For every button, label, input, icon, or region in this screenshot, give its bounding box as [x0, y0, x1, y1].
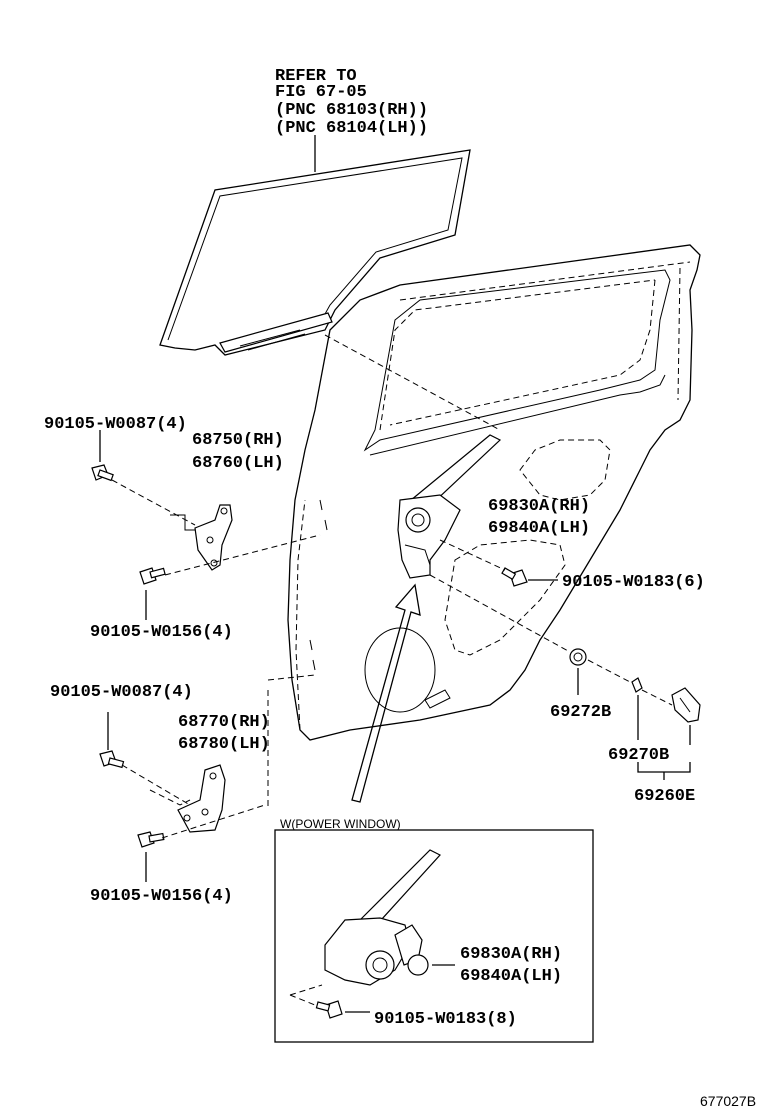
- label-lower-hinge-lh: 68780(LH): [178, 735, 270, 754]
- inset-title: W(POWER WINDOW): [280, 817, 401, 831]
- label-inset-regulator-lh: 69840A(LH): [460, 967, 562, 986]
- label-inset-bolt: 90105-W0183(8): [374, 1010, 517, 1029]
- label-handle-assy: 69260E: [634, 787, 695, 806]
- label-grommet: 69272B: [550, 703, 611, 722]
- label-upper-hinge-lh: 68760(LH): [192, 454, 284, 473]
- label-bolt-upper-bottom: 90105-W0156(4): [90, 623, 233, 642]
- figure-id: 677027B: [700, 1093, 756, 1109]
- label-regulator-lh: 69840A(LH): [488, 519, 590, 538]
- window-regulator[interactable]: [397, 434, 502, 579]
- label-inset-regulator-rh: 69830A(RH): [460, 945, 562, 964]
- hinge-bolt-upper-bottom[interactable]: [139, 567, 166, 585]
- label-bolt-lower-top: 90105-W0087(4): [50, 683, 193, 702]
- inset-regulator[interactable]: [324, 849, 441, 986]
- label-lower-hinge-rh: 68770(RH): [178, 713, 270, 732]
- label-handle-part: 69270B: [608, 746, 669, 765]
- inset-bolt[interactable]: [315, 1000, 343, 1019]
- hinge-bolt-lower-top[interactable]: [99, 750, 125, 769]
- label-bolt-upper-top: 90105-W0087(4): [44, 415, 187, 434]
- door-glass: [159, 149, 471, 356]
- lower-hinge[interactable]: [149, 764, 226, 833]
- handle-clip[interactable]: [631, 677, 643, 693]
- refer-note-line1: REFER TO: [275, 67, 357, 86]
- label-regulator-rh: 69830A(RH): [488, 497, 590, 516]
- label-upper-hinge-rh: 68750(RH): [192, 431, 284, 450]
- grommet[interactable]: [569, 648, 587, 666]
- refer-note-line3: (PNC 68103(RH)): [275, 101, 428, 120]
- hinge-bolt-lower-bottom[interactable]: [137, 831, 165, 848]
- hinge-bolt-upper-top[interactable]: [91, 464, 114, 482]
- door-handle-assy[interactable]: [671, 687, 701, 723]
- label-bolt-regulator: 90105-W0183(6): [562, 573, 705, 592]
- refer-note-line4: (PNC 68104(LH)): [275, 119, 428, 138]
- upper-hinge[interactable]: [170, 504, 233, 571]
- door-inner-panel: [287, 244, 701, 741]
- label-bolt-lower-bottom: 90105-W0156(4): [90, 887, 233, 906]
- regulator-bolt[interactable]: [501, 567, 528, 587]
- power-window-inset: [274, 829, 594, 1043]
- refer-note-line2: FIG 67-05: [275, 83, 367, 102]
- install-arrow-icon: [351, 583, 421, 803]
